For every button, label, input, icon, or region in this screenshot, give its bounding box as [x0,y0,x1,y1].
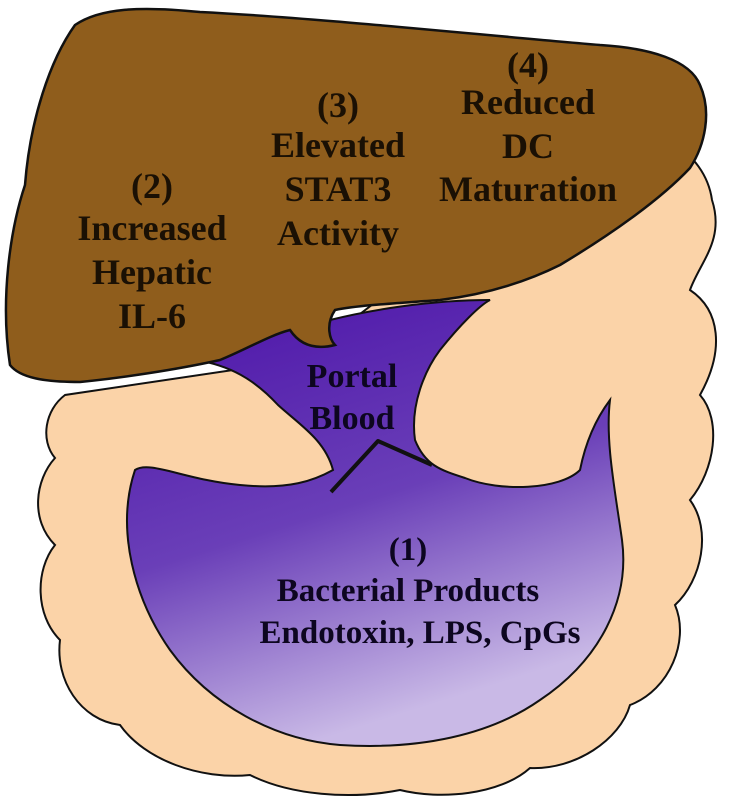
portal-line2: Blood [309,400,394,437]
label-4-line3: Maturation [439,169,617,209]
label-4-number: (4) [507,45,549,85]
label-4-line2: DC [502,126,554,166]
label-2-number: (2) [131,166,173,206]
label-2-line1: Increased [77,208,226,248]
label-1-number: (1) [389,532,427,568]
label-3-line1: Elevated [271,125,405,165]
label-3-line2: STAT3 [285,169,392,209]
label-2-line2: Hepatic [92,252,212,292]
label-3-line3: Activity [277,213,399,253]
label-1-line2: Endotoxin, LPS, CpGs [260,615,581,651]
label-4-line1: Reduced [461,82,595,122]
portal-line1: Portal [307,358,398,395]
label-1-line1: Bacterial Products [277,573,540,609]
label-3-number: (3) [317,85,359,125]
label-2-line3: IL-6 [118,296,186,336]
